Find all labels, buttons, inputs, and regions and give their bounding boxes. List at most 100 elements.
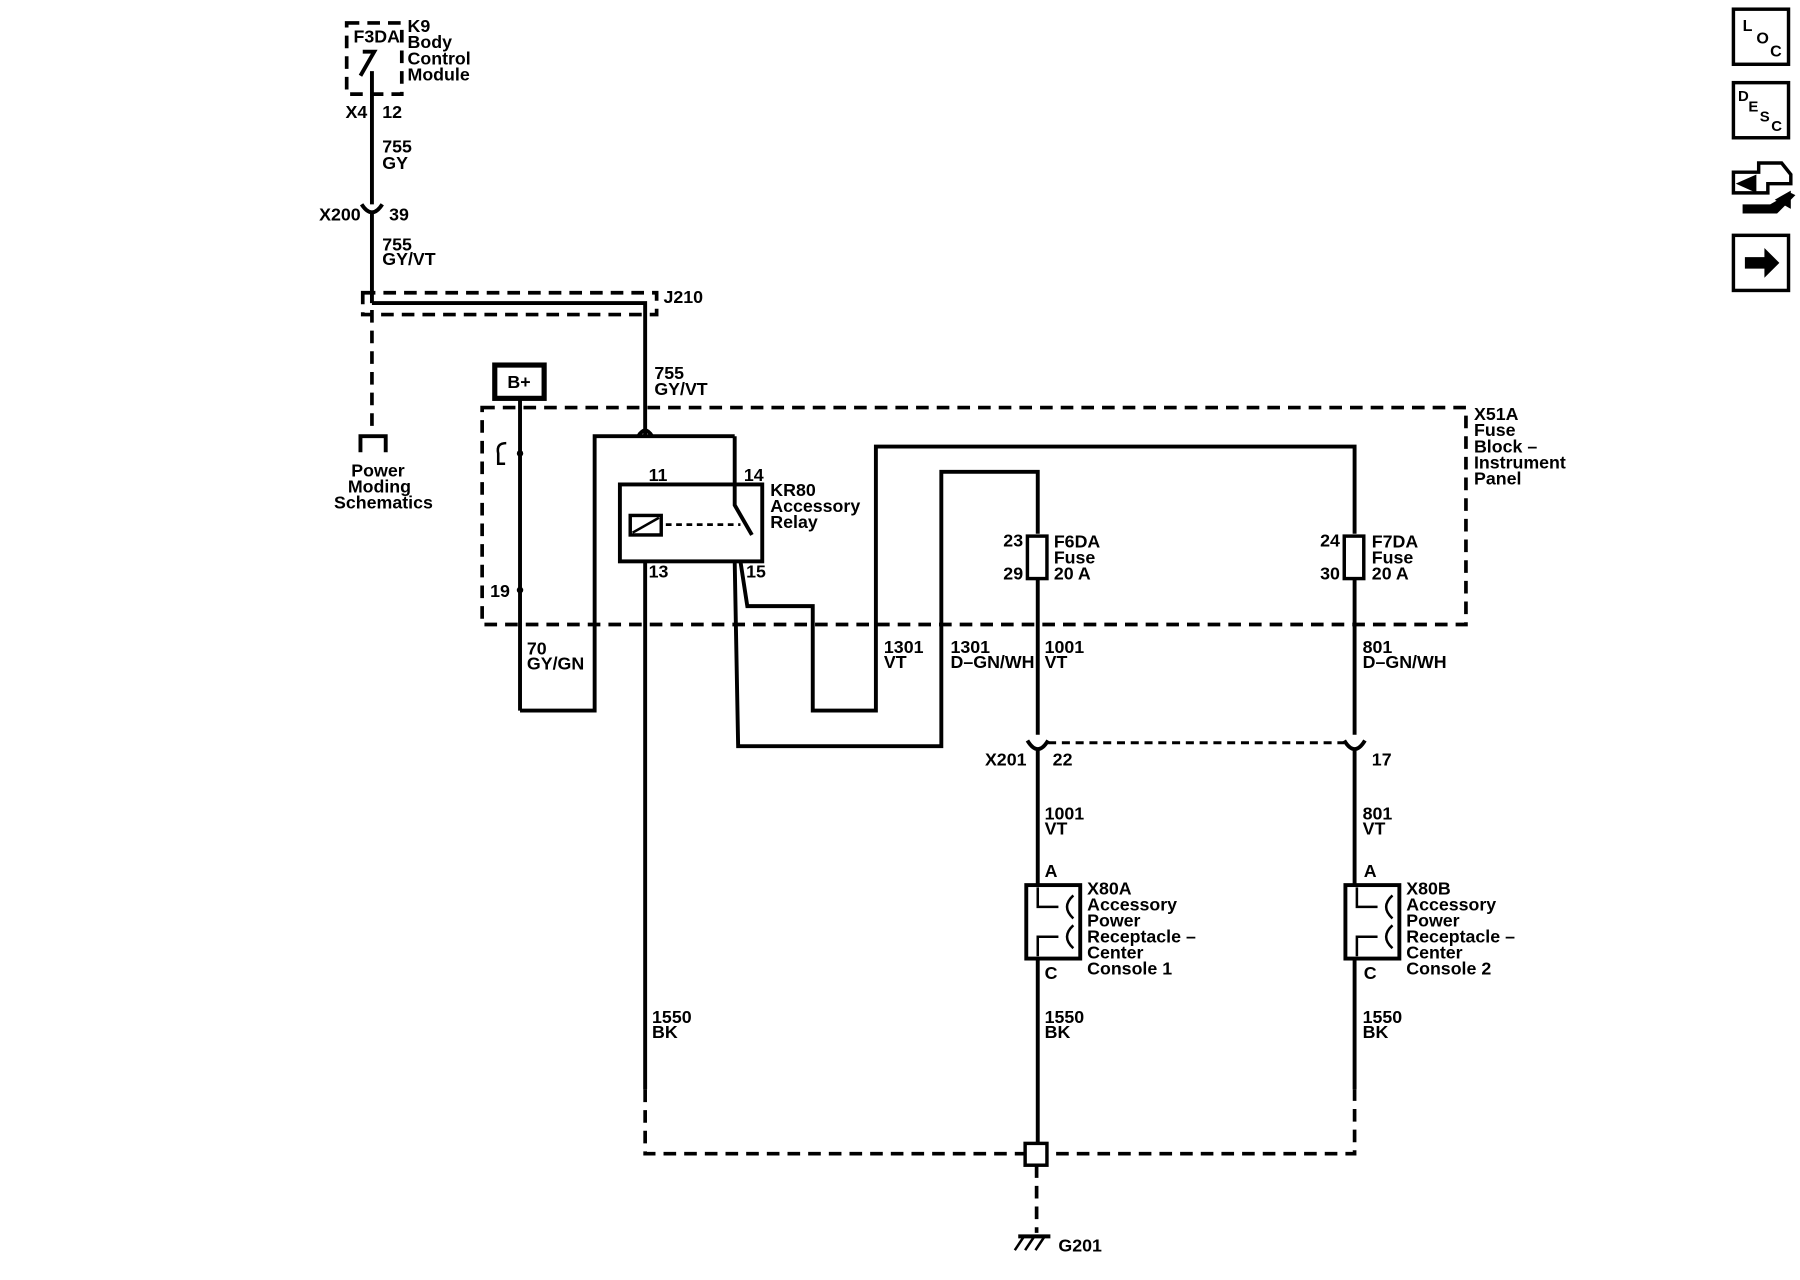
ground-icon xyxy=(1013,1234,1051,1251)
power-moding-reference: Power Moding Schematics xyxy=(334,309,433,513)
power-moding-label-2: Moding xyxy=(348,476,411,496)
f7da-pin-out: 30 xyxy=(1320,564,1340,584)
g201-label: G201 xyxy=(1058,1235,1102,1255)
wire-755-gy-number: 755 xyxy=(382,137,412,157)
f6da-label-2: Fuse xyxy=(1054,548,1096,568)
arrow-right-icon xyxy=(1744,247,1780,278)
x80a-label-5: Center xyxy=(1087,943,1143,963)
x80b-label-4: Receptacle – xyxy=(1406,926,1515,946)
x80b-label-6: Console 2 xyxy=(1406,959,1491,979)
bcm-label-2: Body xyxy=(408,32,453,52)
wire-755-gyvt-color-2: GY/VT xyxy=(654,379,707,399)
power-moding-label-1: Power xyxy=(351,460,404,480)
wire-801-lower-color: VT xyxy=(1363,819,1386,839)
desc-button[interactable]: D E S C xyxy=(1731,80,1791,140)
x51a-label-4: Instrument xyxy=(1474,452,1566,472)
relay-label-3: Relay xyxy=(770,512,818,532)
wire-1301-vt-number: 1301 xyxy=(884,637,924,657)
power-moding-label-3: Schematics xyxy=(334,493,433,513)
svg-text:D: D xyxy=(1738,88,1749,105)
wire-755-gy-color: GY xyxy=(382,153,408,173)
x201-connector: X201 22 17 xyxy=(985,739,1392,886)
f7da-pin-in: 24 xyxy=(1320,530,1340,550)
wire-1001-upper-number: 1001 xyxy=(1045,637,1085,657)
wire-1301-dgnwh-number: 1301 xyxy=(951,637,991,657)
relay-label-1: KR80 xyxy=(770,480,816,500)
wire-1550-left-number: 1550 xyxy=(652,1007,692,1027)
wire-755-gyvt-color: GY/VT xyxy=(382,249,435,269)
svg-text:O: O xyxy=(1756,30,1768,48)
x200-pin: 39 xyxy=(389,204,409,224)
x51a-fuse-block: X51A Fuse Block – Instrument Panel xyxy=(480,404,1566,627)
x80b-power-receptacle: A C X80B Accessory Power Receptacle – Ce… xyxy=(1343,861,1515,1090)
relay-pin-11: 11 xyxy=(649,465,668,485)
f6da-pin-in: 23 xyxy=(1003,530,1023,550)
f7da-label-3: 20 A xyxy=(1372,564,1409,584)
x80a-pin-c: C xyxy=(1045,963,1058,983)
bcm-fuse-label: F3DA xyxy=(354,26,401,46)
connector-end-view-button[interactable] xyxy=(1731,161,1796,214)
wire-1301-vt-color: VT xyxy=(884,652,907,672)
relay-pin-13: 13 xyxy=(649,561,669,581)
wire-1301-dgnwh-color: D–GN/WH xyxy=(951,652,1035,672)
wire-1001-lower-color: VT xyxy=(1045,819,1068,839)
x80b-label-2: Accessory xyxy=(1406,894,1496,914)
ground-circuit: G201 xyxy=(643,1089,1357,1255)
wire-1550-right-color: BK xyxy=(1363,1022,1389,1042)
f6da-label-3: 20 A xyxy=(1054,564,1091,584)
bcm-pin: 12 xyxy=(382,102,402,122)
j210-label: J210 xyxy=(664,287,704,307)
x200-label: X200 xyxy=(319,204,361,224)
bcm-connector: X4 xyxy=(346,102,368,122)
x51a-label-2: Fuse xyxy=(1474,420,1516,440)
wire-1550-right-number: 1550 xyxy=(1363,1007,1403,1027)
next-button[interactable] xyxy=(1731,233,1791,293)
relay-pin-15: 15 xyxy=(746,561,766,581)
bcm-label-3: Control xyxy=(408,48,471,68)
relay-pin-14: 14 xyxy=(744,465,764,485)
wire-1550-mid-number: 1550 xyxy=(1045,1007,1085,1027)
wire-755-gyvt-number: 755 xyxy=(382,234,412,254)
wire-801-lower-number: 801 xyxy=(1363,804,1393,824)
svg-text:S: S xyxy=(1760,109,1770,126)
wire-1301-loop xyxy=(732,469,1040,749)
x80a-label-6: Console 1 xyxy=(1087,959,1172,979)
connector-end-view-icon xyxy=(1731,161,1796,214)
svg-text:L: L xyxy=(1743,17,1753,35)
wire-755-gyvt-number-2: 755 xyxy=(654,363,684,383)
b-plus-circuit: 19 xyxy=(490,398,735,713)
bcm-label-1: K9 xyxy=(408,16,431,36)
x51a-label-1: X51A xyxy=(1474,404,1519,424)
wire-1001-upper-color: VT xyxy=(1045,652,1068,672)
x80a-pin-a: A xyxy=(1045,861,1058,881)
x80a-label-1: X80A xyxy=(1087,878,1132,898)
kr80-accessory-relay: 11 14 13 15 KR80 Accessory Relay xyxy=(617,436,1357,1090)
j210-splice: J210 xyxy=(360,287,704,437)
body-control-module: F3DA K9 Body Control Module X4 12 xyxy=(344,16,471,205)
loc-button[interactable]: L O C xyxy=(1731,7,1791,67)
battery-positive-source: B+ xyxy=(492,362,547,401)
x80a-label-2: Accessory xyxy=(1087,894,1177,914)
wire-70-color: GY/GN xyxy=(527,653,584,673)
relay-label-2: Accessory xyxy=(770,496,860,516)
loc-icon: L O C xyxy=(1743,17,1783,60)
wire-1550-mid-color: BK xyxy=(1045,1022,1071,1042)
f7da-label-1: F7DA xyxy=(1372,532,1419,552)
f6da-label-1: F6DA xyxy=(1054,532,1101,552)
bcm-label-4: Module xyxy=(408,64,470,84)
svg-text:C: C xyxy=(1771,118,1782,135)
b-plus-label: B+ xyxy=(507,372,530,392)
x51a-label-5: Panel xyxy=(1474,468,1521,488)
x80a-label-3: Power xyxy=(1087,910,1140,930)
pin-19-label: 19 xyxy=(490,581,510,601)
desc-icon: D E S C xyxy=(1738,88,1782,135)
x80b-pin-c: C xyxy=(1364,963,1377,983)
wire-801-upper-color: D–GN/WH xyxy=(1363,652,1447,672)
wire-801-upper-number: 801 xyxy=(1363,637,1393,657)
svg-text:C: C xyxy=(1770,42,1782,60)
wire-1001-lower-number: 1001 xyxy=(1045,804,1085,824)
x80b-label-3: Power xyxy=(1406,910,1459,930)
svg-text:E: E xyxy=(1748,98,1758,115)
x51a-label-3: Block – xyxy=(1474,436,1537,456)
x80a-power-receptacle: A C X80A Accessory Power Receptacle – Ce… xyxy=(1024,861,1196,1144)
